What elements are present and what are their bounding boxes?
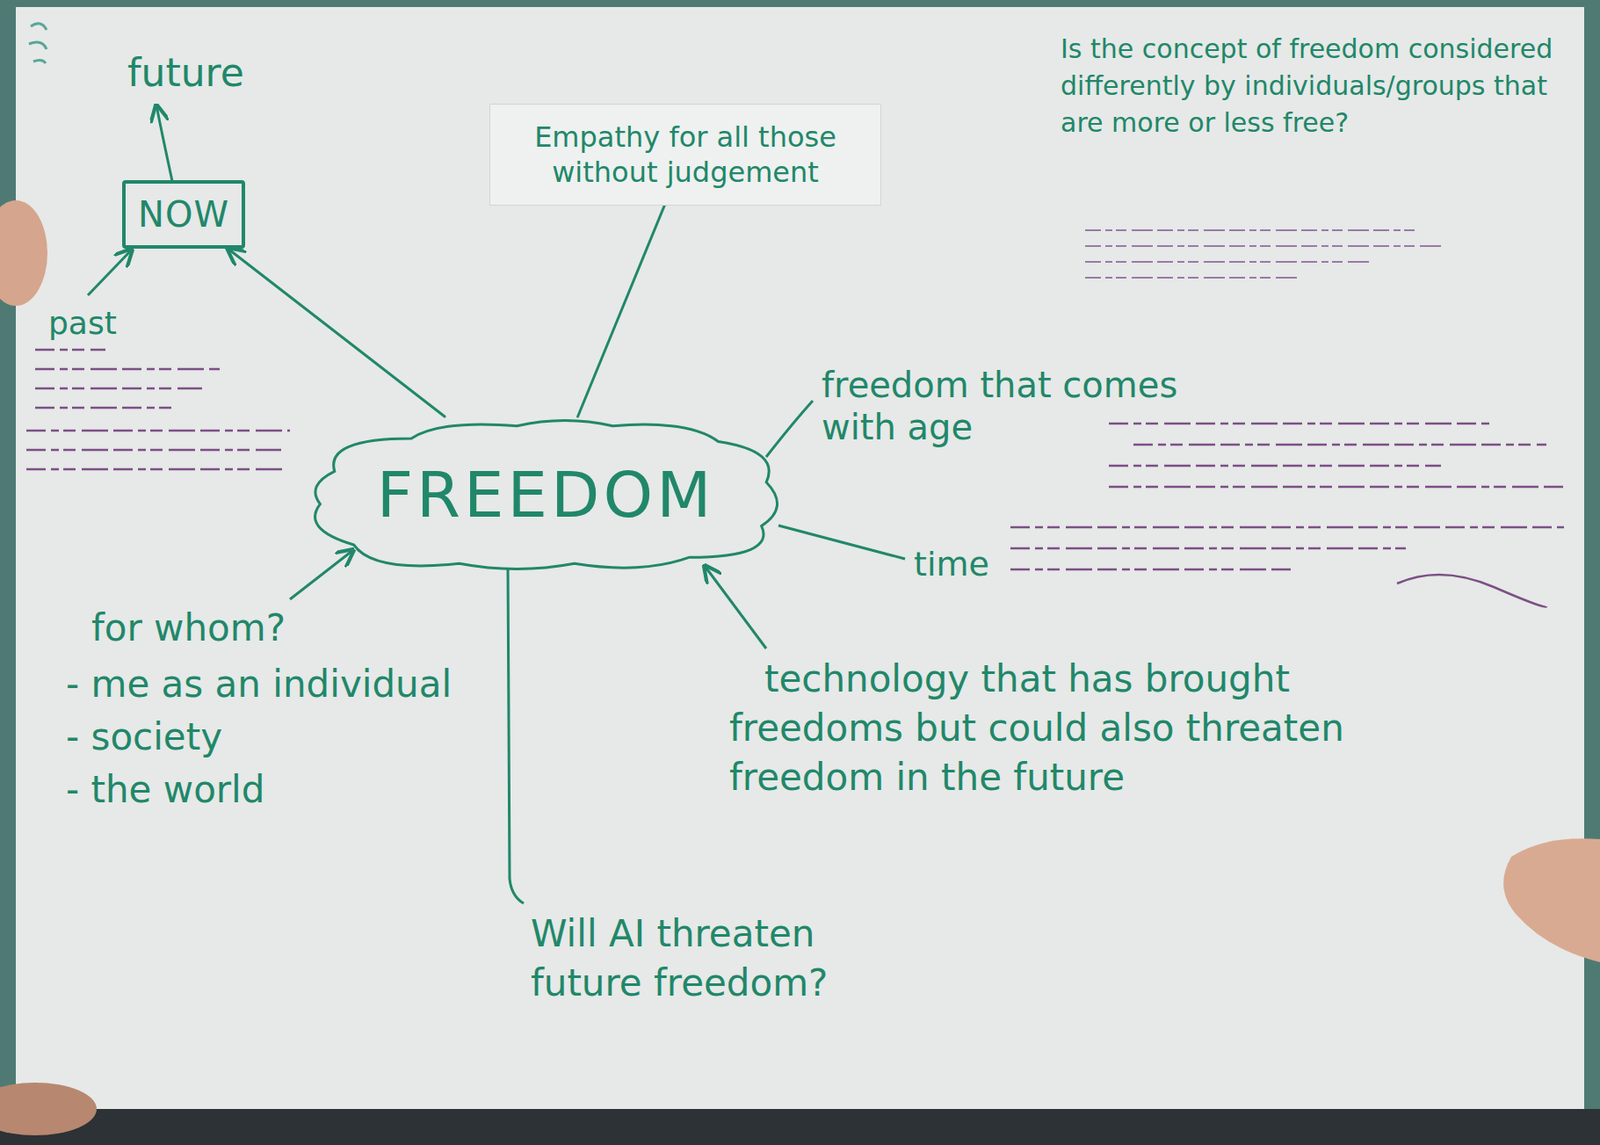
node-text: Empathy for all those without judgement	[502, 119, 869, 190]
note-label: Will AI threaten future freedom?	[530, 909, 883, 1008]
scribble-line	[1010, 526, 1564, 529]
scribble-line	[1010, 568, 1292, 572]
note-label: future	[127, 48, 304, 97]
note-label: past	[48, 303, 154, 343]
cloud-node: FREEDOM	[305, 416, 786, 573]
leader-line	[704, 565, 767, 649]
node-text: FREEDOM	[376, 455, 716, 535]
empathy-box: Empathy for all those without judgement	[489, 103, 882, 206]
scribble-line	[26, 468, 286, 471]
scribble-line	[1108, 464, 1441, 468]
logo-mark	[28, 23, 47, 64]
leader-line	[778, 525, 905, 559]
note-label: - society	[65, 713, 330, 761]
leader-line	[507, 564, 524, 904]
background-strip	[0, 1108, 1600, 1145]
leader-line	[289, 550, 354, 600]
note-label: technology that has brought freedoms but…	[729, 654, 1398, 803]
scribble-line	[26, 429, 290, 433]
note-label: - me as an individual	[65, 660, 523, 708]
thumb	[0, 200, 48, 306]
cloud-shape	[315, 419, 778, 569]
scribble-line	[35, 406, 176, 410]
scribble-line	[35, 387, 203, 391]
now-box: NOW	[122, 180, 246, 249]
note-label: freedom that comes with age	[821, 363, 1235, 449]
scribble-notes	[26, 349, 1564, 608]
hand	[0, 1082, 97, 1136]
node-text: NOW	[137, 192, 230, 237]
scribble-line	[1085, 229, 1415, 232]
note-label: Is the concept of freedom considered dif…	[1060, 30, 1562, 142]
branch-connector	[227, 248, 445, 417]
scribble-line	[1108, 485, 1564, 489]
note-label: - the world	[65, 766, 348, 813]
leader-line	[87, 249, 132, 296]
scribble-line	[1085, 276, 1301, 279]
leader-line	[156, 105, 173, 181]
leader-line	[766, 400, 813, 457]
scribble-line	[1133, 443, 1547, 447]
scribble-notes	[1085, 230, 1441, 278]
branch-connector	[578, 205, 666, 417]
note-label: for whom?	[91, 604, 355, 652]
hand	[1503, 838, 1600, 963]
scribble-line	[35, 348, 106, 352]
scribble-line	[1085, 260, 1371, 263]
scribble-line	[1010, 547, 1406, 551]
scribble-line	[26, 448, 282, 452]
scribble-signature	[1397, 574, 1547, 608]
scribble-line	[1085, 245, 1441, 247]
note-label: time	[913, 542, 1020, 586]
scribble-line	[1108, 422, 1494, 426]
scribble-line	[35, 368, 220, 371]
